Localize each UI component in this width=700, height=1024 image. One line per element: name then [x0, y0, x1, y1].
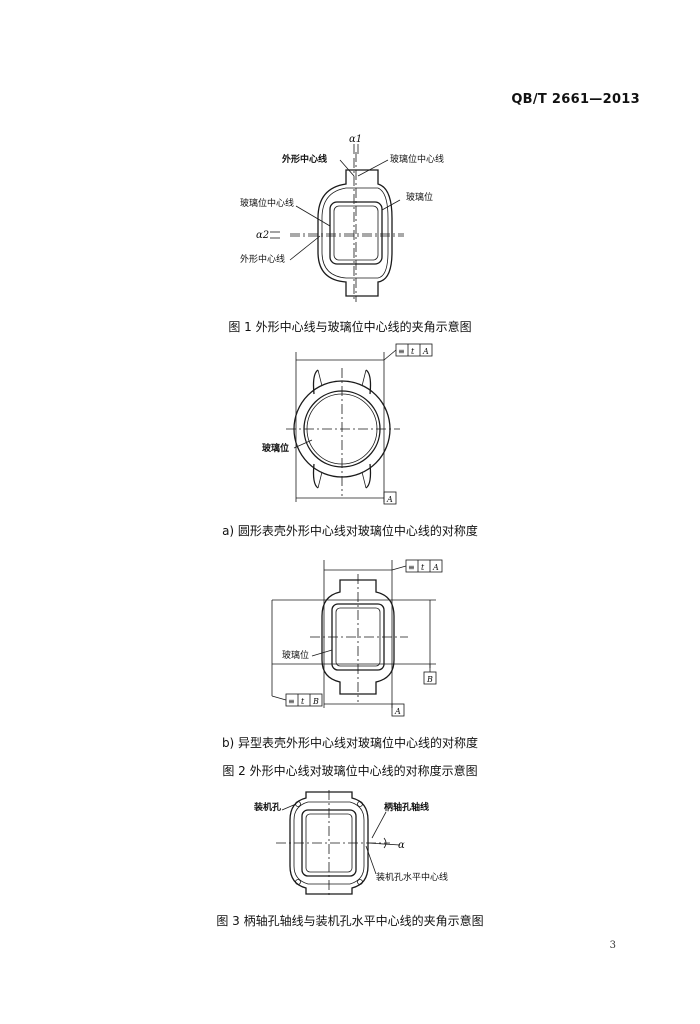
glass-position-label-2b: 玻璃位: [282, 649, 309, 661]
alpha1-label: α1: [349, 134, 362, 145]
outer-center-top-label: 外形中心线: [281, 153, 327, 165]
glass-position-label: 玻璃位: [406, 191, 433, 203]
standard-code: QB/T 2661—2013: [511, 92, 640, 107]
datum-a-label-2b: A: [394, 707, 401, 716]
alpha-label-3: α: [398, 840, 405, 851]
figure-2-caption: 图 2 外形中心线对玻璃位中心线的对称度示意图: [222, 764, 478, 778]
glass-center-top-label: 玻璃位中心线: [390, 153, 444, 165]
figure-1-caption: 图 1 外形中心线与玻璃位中心线的夹角示意图: [228, 320, 472, 334]
tolerance-top-datum-2b: A: [432, 563, 439, 572]
figure-3-caption: 图 3 柄轴孔轴线与装机孔水平中心线的夹角示意图: [216, 914, 484, 928]
figure-3-diagram: α 装机孔 柄轴孔轴线 装机孔水平中心线: [253, 790, 448, 896]
datum-a-label-2a: A: [386, 495, 393, 504]
outer-center-left-label: 外形中心线: [240, 253, 285, 265]
figure-2b-diagram: 玻璃位 ≡ t A B ≡ t B A: [271, 559, 443, 717]
tolerance-left-value-2b: t: [301, 697, 305, 706]
figure-1-diagram: α1 α2 外形中心线 玻璃位中心线 玻璃位 玻璃位中心线 外形中心线: [240, 134, 444, 302]
alpha2-label: α2: [256, 230, 269, 241]
figure-2a-diagram: 玻璃位 ≡ t A A: [262, 343, 433, 505]
stem-hole-axis-label: 柄轴孔轴线: [384, 801, 429, 813]
tolerance-value-2a: t: [411, 347, 415, 356]
tolerance-left-symbol-2b: ≡: [288, 697, 295, 706]
page-number: 3: [609, 940, 616, 951]
tolerance-left-datum-2b: B: [312, 697, 319, 706]
tolerance-symbol-2a: ≡: [398, 347, 405, 356]
tolerance-datum-2a: A: [422, 347, 429, 356]
glass-center-left-label: 玻璃位中心线: [240, 197, 294, 209]
glass-position-label-2a: 玻璃位: [262, 442, 289, 454]
figure-2b-caption: b) 异型表壳外形中心线对玻璃位中心线的对称度: [221, 736, 479, 750]
figure-2a-caption: a) 圆形表壳外形中心线对玻璃位中心线的对称度: [222, 524, 478, 538]
mounting-hole-label: 装机孔: [253, 801, 281, 813]
tolerance-top-symbol-2b: ≡: [408, 563, 415, 572]
tolerance-top-value-2b: t: [421, 563, 425, 572]
mounting-hole-horizontal-center-label: 装机孔水平中心线: [376, 871, 448, 883]
datum-b-label-2b: B: [426, 675, 433, 684]
